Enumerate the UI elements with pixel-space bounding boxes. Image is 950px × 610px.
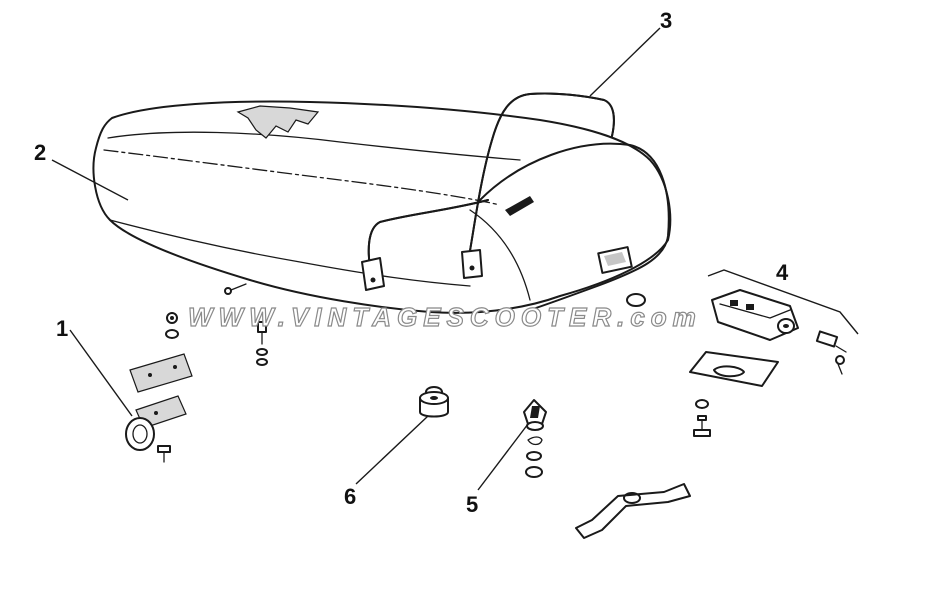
seat-piping xyxy=(103,149,501,206)
seat-body xyxy=(92,100,672,314)
callout-5: 5 xyxy=(466,492,478,517)
callout-3: 3 xyxy=(660,8,672,33)
leader-6 xyxy=(355,415,429,485)
hinge-clamp-ring xyxy=(125,417,155,451)
hinge-bracket xyxy=(125,312,193,463)
callout-numbers: 1 2 3 4 5 6 xyxy=(34,8,789,517)
lock-assembly xyxy=(575,269,859,539)
grab-rail-foot-right xyxy=(461,249,483,279)
leader-5 xyxy=(477,423,529,491)
grab-rail-foot-left xyxy=(361,257,385,291)
seat-top-seam xyxy=(107,131,521,161)
seat-torn-patch xyxy=(236,105,320,139)
seat-assembly xyxy=(92,100,672,314)
seat-strap-mark xyxy=(505,196,534,216)
seat-pin xyxy=(523,399,547,478)
key-icon xyxy=(835,355,845,365)
seat-tail-edge xyxy=(469,209,531,301)
leader-1 xyxy=(69,329,133,417)
callout-4: 4 xyxy=(776,260,789,285)
hinge-plate-upper xyxy=(129,353,193,393)
latch-bracket xyxy=(575,483,691,539)
seat-rear-opening xyxy=(597,246,633,274)
seat-screw xyxy=(224,283,247,295)
grab-rail xyxy=(361,92,615,291)
screw-stack xyxy=(256,321,268,366)
callout-2: 2 xyxy=(34,140,46,165)
seat-lower-seam xyxy=(109,219,471,287)
callout-6: 6 xyxy=(344,484,356,509)
seat-tail-hump xyxy=(479,142,670,311)
watermark-text: WWW.VINTAGESCOOTER.com xyxy=(188,302,702,332)
leader-3 xyxy=(589,27,661,97)
leader-lines xyxy=(51,27,661,491)
lock-barrel xyxy=(815,330,839,348)
lock-plate xyxy=(689,351,779,387)
rubber-buffer xyxy=(419,386,449,418)
callout-1: 1 xyxy=(56,316,68,341)
seat-bumper-knob xyxy=(626,293,646,307)
leader-2 xyxy=(51,159,129,201)
